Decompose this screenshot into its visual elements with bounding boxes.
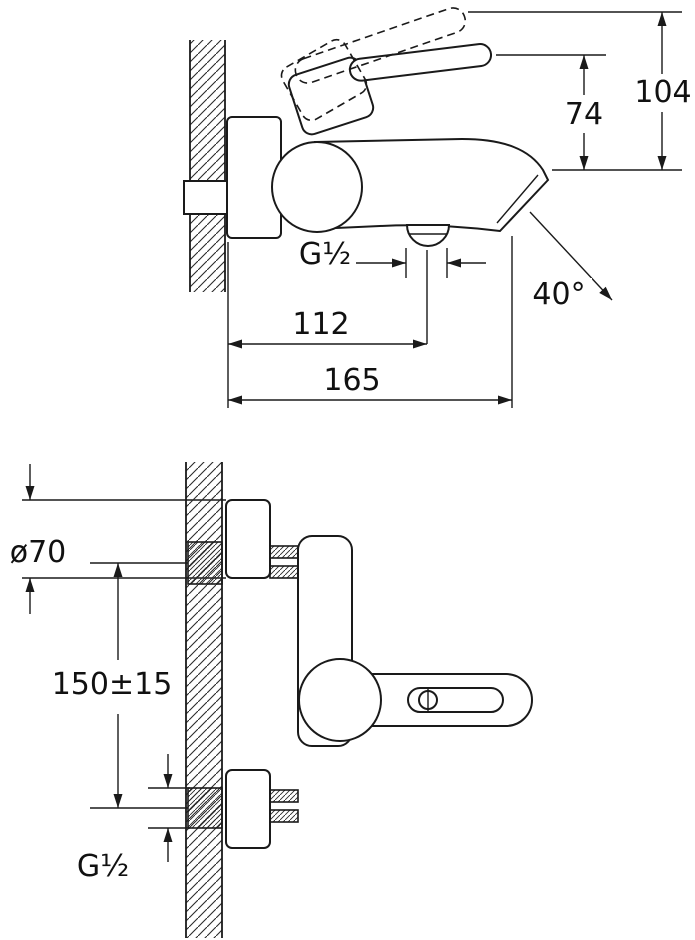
lower-wall-flange xyxy=(225,769,271,849)
lever-slot xyxy=(407,687,504,713)
spout-arm xyxy=(314,137,550,233)
lever-raised-dashed xyxy=(294,7,467,84)
wall-section-side xyxy=(189,40,226,292)
dim-label-height-to-lever: 74 xyxy=(556,98,612,131)
mixer-body-side xyxy=(271,141,363,233)
front-view-dimension-lines xyxy=(22,464,226,862)
side-view-dimension-lines xyxy=(227,11,682,408)
handle-base-raised-dashed xyxy=(280,38,368,122)
side-view xyxy=(183,7,682,408)
wall-section-front xyxy=(185,462,223,938)
diverter-knob xyxy=(405,224,451,247)
upper-supply-connector xyxy=(187,541,223,585)
dim-label-supply-spacing: 150±15 xyxy=(42,668,182,701)
lower-supply-connector xyxy=(187,787,223,829)
dim-label-spout-angle: 40° xyxy=(526,278,592,311)
dim-label-outlet-thread: G½ xyxy=(294,238,356,271)
faucet-side-body xyxy=(183,7,550,247)
lever-handle-side xyxy=(348,43,493,82)
front-view xyxy=(22,462,533,938)
dim-label-height-total: 104 xyxy=(630,76,695,109)
supply-connector-side xyxy=(183,180,228,215)
handle-hub xyxy=(298,658,382,742)
upper-wall-flange xyxy=(225,499,271,579)
dim-label-wall-to-spout-tip: 165 xyxy=(315,364,389,397)
dim-label-supply-thread: G½ xyxy=(72,850,134,883)
dim-label-flange-diameter: ø70 xyxy=(6,536,70,569)
faucet-front-body xyxy=(187,499,533,849)
dim-label-wall-to-outlet: 112 xyxy=(284,308,358,341)
